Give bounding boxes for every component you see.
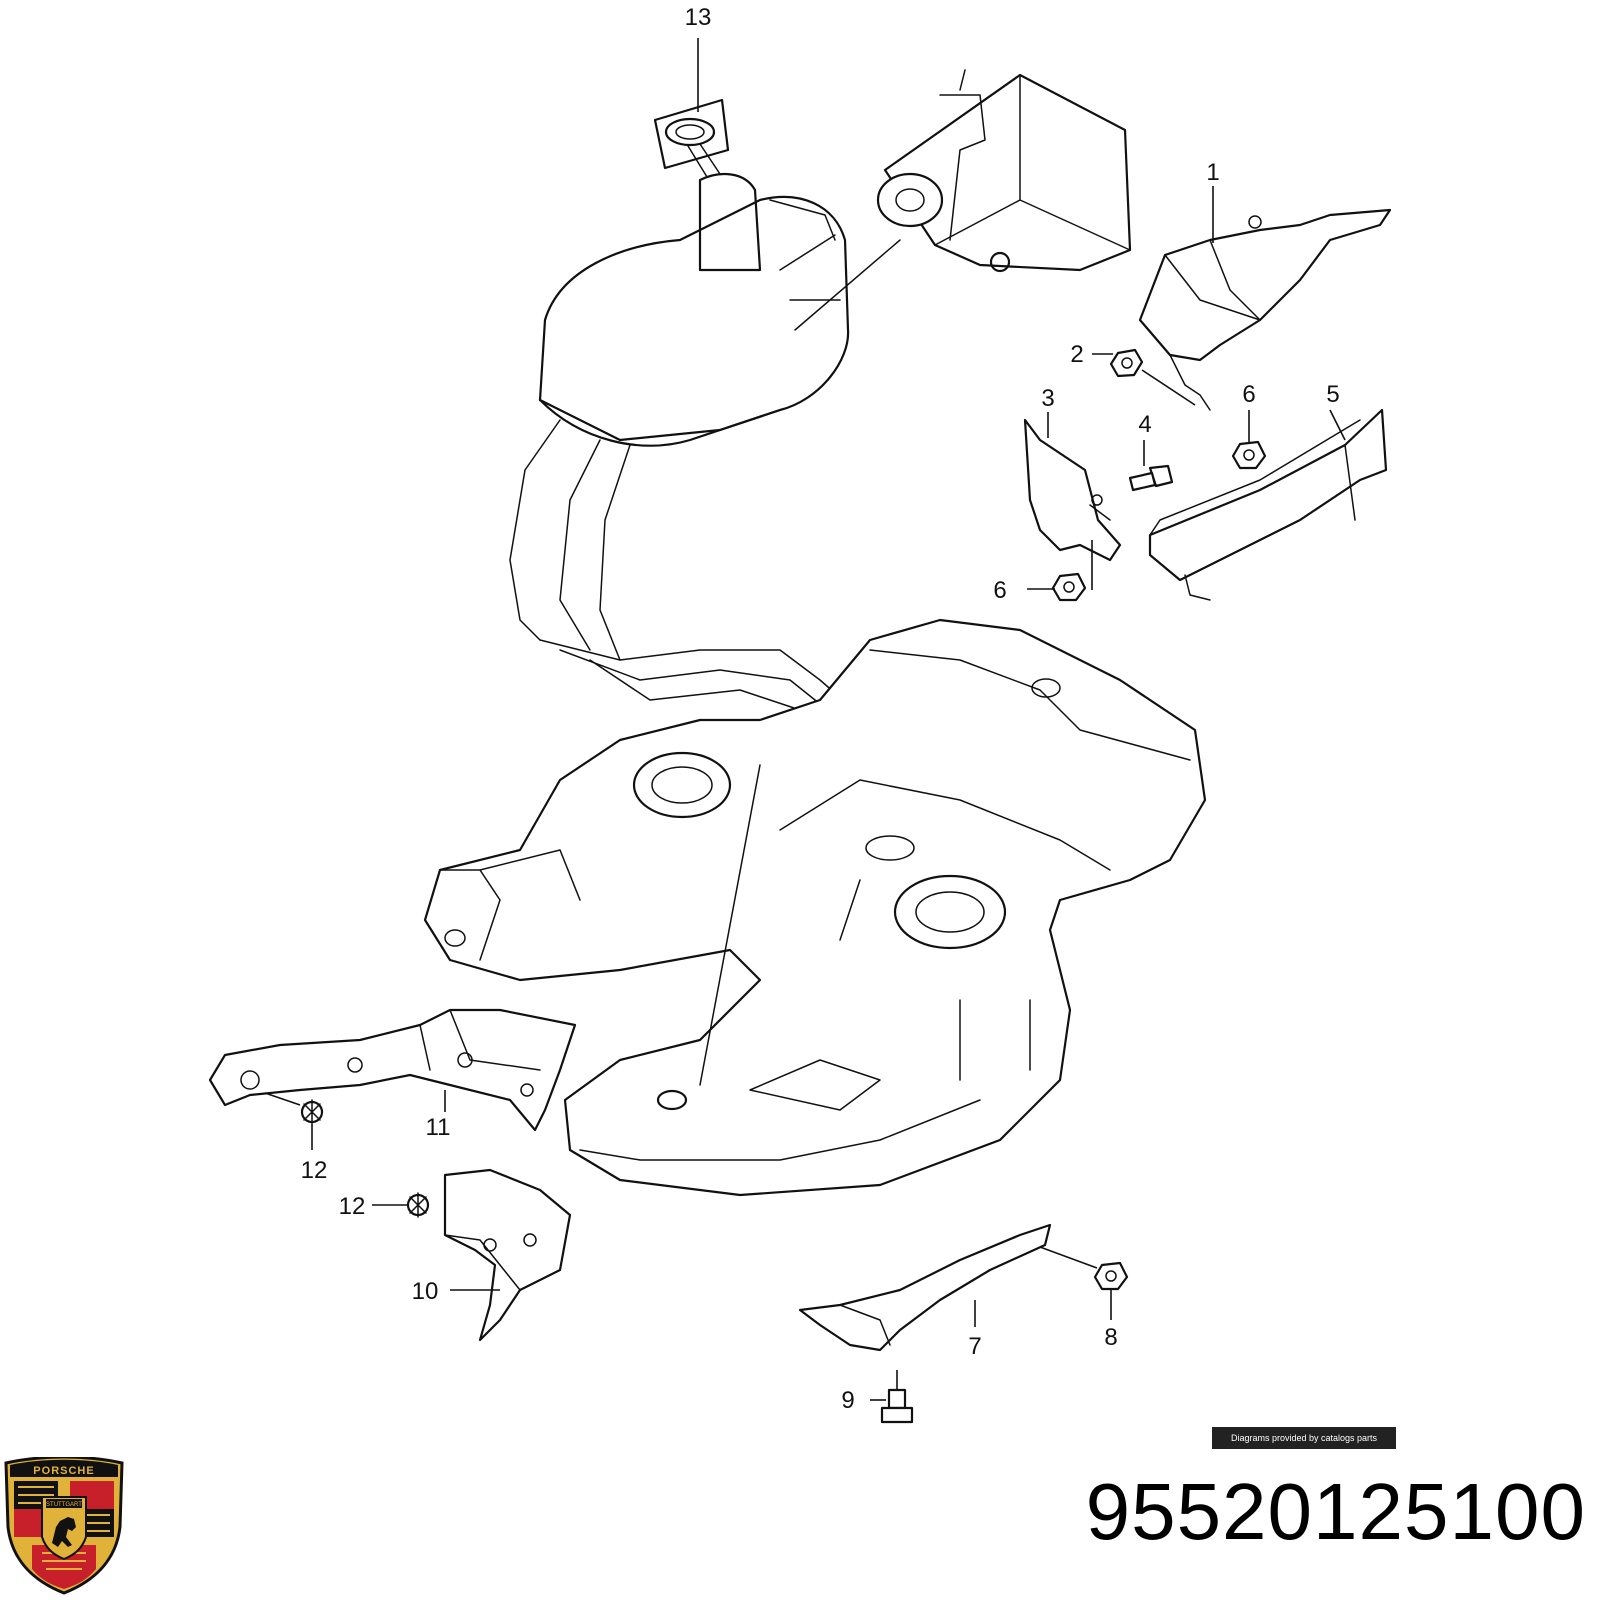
svg-text:STUTTGART: STUTTGART xyxy=(46,1502,82,1508)
callout-labels: 13 1 2 3 4 6 5 6 11 12 12 10 7 8 9 xyxy=(301,4,1340,1414)
callout-13: 13 xyxy=(685,4,712,31)
leader-lines xyxy=(264,38,1346,1401)
part-number: 95520125100 xyxy=(1085,1467,1586,1556)
callout-11: 11 xyxy=(426,1114,451,1141)
part-7-bracket xyxy=(798,1223,1052,1352)
fastener-4-bolt xyxy=(1128,464,1174,492)
callout-10: 10 xyxy=(412,1278,439,1305)
part-13-filler-seal xyxy=(653,98,730,191)
part-1-heat-shield xyxy=(1138,208,1392,411)
callout-4: 4 xyxy=(1138,411,1151,438)
part-11-heat-shield xyxy=(208,1008,577,1132)
fastener-9-bolt xyxy=(880,1388,914,1424)
part-5-long-bracket xyxy=(1148,408,1388,601)
part-10-heat-shield xyxy=(443,1168,572,1342)
callout-7: 7 xyxy=(968,1333,981,1360)
callout-6-lower: 6 xyxy=(993,577,1006,604)
porsche-crest-logo: PORSCHE STUTTGART xyxy=(4,1457,124,1595)
fastener-6-nut-upper xyxy=(1231,440,1267,470)
fastener-8-nut xyxy=(1093,1261,1129,1291)
fastener-12-clip-lower xyxy=(406,1192,430,1218)
callout-9: 9 xyxy=(841,1387,854,1414)
callout-5: 5 xyxy=(1326,381,1339,408)
callout-8: 8 xyxy=(1104,1324,1117,1351)
diagram-credit-badge: Diagrams provided by catalogs parts xyxy=(1212,1427,1396,1449)
charcoal-canister xyxy=(876,69,1132,273)
svg-text:PORSCHE: PORSCHE xyxy=(33,1465,94,1477)
callout-6-upper: 6 xyxy=(1242,381,1255,408)
callout-12-upper: 12 xyxy=(301,1157,328,1184)
fastener-12-clip-upper xyxy=(300,1099,324,1125)
fuel-tank xyxy=(423,618,1207,1197)
part-3-bracket xyxy=(1023,418,1122,562)
callout-2: 2 xyxy=(1070,341,1083,368)
callout-1: 1 xyxy=(1206,159,1219,186)
callout-3: 3 xyxy=(1041,385,1054,412)
fastener-2-nut xyxy=(1109,348,1144,378)
callout-12-lower: 12 xyxy=(339,1193,366,1220)
fastener-6-nut-lower xyxy=(1051,572,1087,602)
